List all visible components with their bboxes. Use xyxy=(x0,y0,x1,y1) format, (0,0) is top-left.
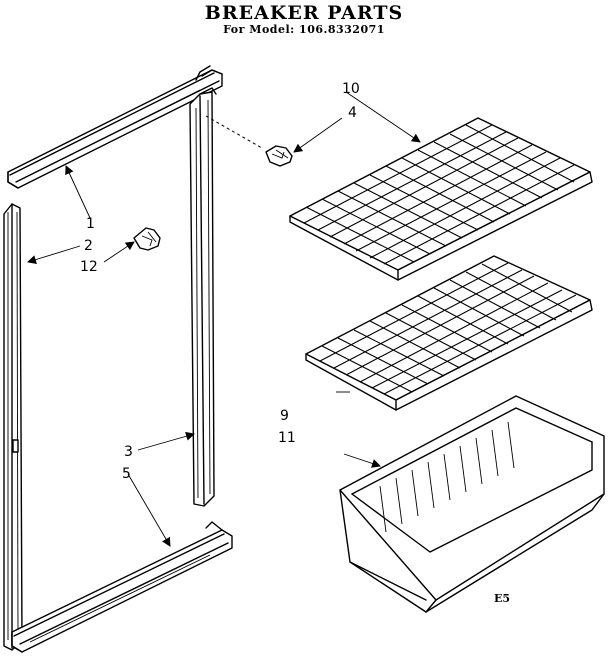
callout-11: 11 xyxy=(278,430,296,446)
callout-1: 1 xyxy=(86,216,95,232)
callout-5: 5 xyxy=(122,466,131,482)
callout-2: 2 xyxy=(84,238,93,254)
callout-9: 9 xyxy=(280,408,289,424)
bottom-breaker-strip xyxy=(11,521,233,653)
page-code: E5 xyxy=(494,592,510,605)
top-breaker-strip xyxy=(7,65,223,189)
storage-bin xyxy=(339,395,605,613)
clip-part-4 xyxy=(265,145,293,167)
upper-wire-shelf xyxy=(289,117,593,281)
left-vertical-breaker-strip xyxy=(3,203,23,651)
callout-10: 10 xyxy=(342,81,360,97)
model-number: For Model: 106.8332071 xyxy=(223,23,385,36)
diagram-title: BREAKER PARTS xyxy=(204,2,404,24)
callout-4: 4 xyxy=(348,105,357,121)
lower-wire-shelf xyxy=(305,255,593,411)
right-vertical-breaker-strip xyxy=(189,87,217,507)
clip-part-12 xyxy=(133,227,161,251)
callout-3: 3 xyxy=(124,444,133,460)
callout-12: 12 xyxy=(80,259,98,275)
leader-lines xyxy=(27,91,421,547)
